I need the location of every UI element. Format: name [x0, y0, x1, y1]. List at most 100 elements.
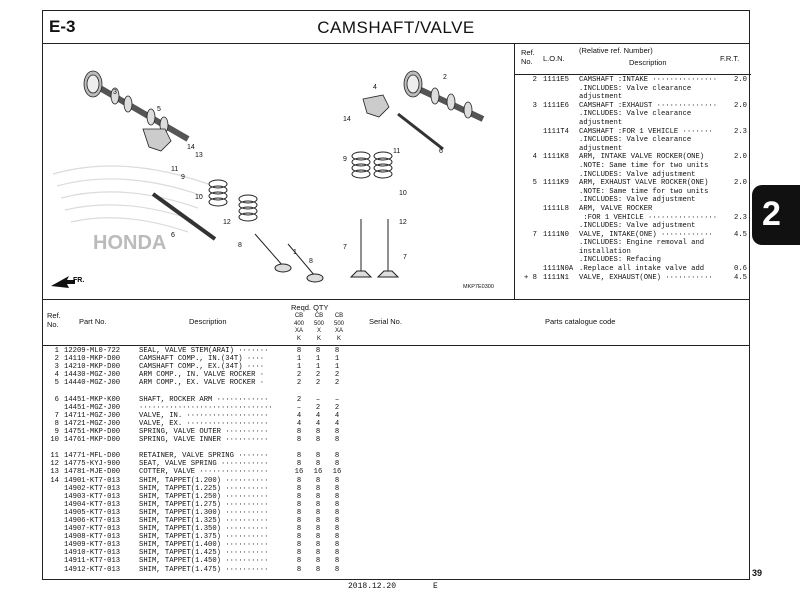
ref-row-ref: 7 — [532, 230, 537, 239]
parts-row-qty-2: 8 — [315, 508, 321, 517]
callout-9b: 9 — [343, 156, 347, 163]
callout-12a: 12 — [223, 219, 231, 226]
parts-row-part-no: 12209-ML0-722 — [64, 347, 121, 355]
section-divider — [43, 299, 749, 300]
callout-9a: 9 — [181, 174, 185, 181]
parts-row-qty-2: 8 — [315, 476, 321, 485]
ref-row-lon: 1111K8 — [543, 153, 569, 162]
parts-row-qty-2: 1 — [315, 355, 321, 364]
ref-row-frt: 0.6 — [734, 265, 747, 274]
ref-row-description: adjustment — [579, 144, 623, 153]
callout-8b: 8 — [309, 258, 313, 265]
parts-row-description: SHIM, TAPPET(1.250) ·········· — [139, 492, 269, 501]
ref-row: .NOTE: Same time for two units — [515, 162, 751, 171]
parts-row: 14451-MGZ-J00···························… — [43, 404, 749, 412]
callout-6b: 6 — [439, 148, 443, 155]
parts-row-qty-3: 16 — [332, 468, 342, 477]
frt-header: F.R.T. — [720, 54, 740, 63]
parts-row-description: SHIM, TAPPET(1.400) ·········· — [139, 541, 269, 550]
parts-row-qty-3: 2 — [334, 371, 340, 380]
ref-row-frt: 4.5 — [734, 273, 747, 282]
parts-row-qty-3: 8 — [334, 516, 340, 525]
ref-row-frt: 2.0 — [734, 76, 747, 84]
parts-row-description: VALVE, EX. ··················· — [139, 419, 269, 428]
valve-springs-right — [351, 151, 393, 179]
parts-row-description: ······························· — [139, 403, 273, 412]
parts-row-qty-2: – — [315, 395, 321, 404]
parts-row-qty-3: – — [334, 395, 340, 404]
parts-row-qty-3: 8 — [334, 484, 340, 493]
parts-row-qty-1: 8 — [296, 557, 302, 566]
ref-row-description: .INCLUDES: Valve clearance — [579, 136, 692, 145]
parts-row-ref: 7 — [54, 411, 59, 420]
parts-row-qty-2: 8 — [315, 347, 321, 355]
parts-row-qty-1: 8 — [296, 427, 302, 436]
ref-row-lon: 1111N1 — [543, 273, 569, 282]
parts-row-qty-2: 8 — [315, 427, 321, 436]
parts-row-qty-1: 8 — [296, 476, 302, 485]
parts-row-qty-3: 8 — [334, 476, 340, 485]
callout-7a: 7 — [343, 244, 347, 251]
ref-row-frt: 2.0 — [734, 153, 747, 162]
parts-row-qty-1: 8 — [296, 452, 302, 461]
ref-row-frt: 4.5 — [734, 230, 747, 239]
parts-row-part-no: 14908-KT7-013 — [64, 533, 121, 542]
ref-row-description: CAMSHAFT :INTAKE ··············· — [579, 76, 718, 84]
parts-row-description: SPRING, VALVE INNER ·········· — [139, 436, 269, 445]
parts-row-qty-1: 8 — [296, 533, 302, 542]
row-spacer — [43, 444, 749, 452]
parts-row-part-no: 14905-KT7-013 — [64, 508, 121, 517]
ref-row-ref: 5 — [532, 179, 537, 188]
parts-row-qty-3: 2 — [334, 379, 340, 388]
ref-row-frt: 2.0 — [734, 179, 747, 188]
ref-row-ref: 2 — [532, 76, 537, 84]
ref-row-ref: 4 — [532, 153, 537, 162]
parts-row-part-no: 14906-KT7-013 — [64, 516, 121, 525]
ref-row: adjustment — [515, 145, 751, 154]
valves-drawing — [254, 219, 400, 283]
parts-row-part-no: 14430-MGZ-J00 — [64, 371, 121, 380]
parts-row-ref: 5 — [54, 379, 59, 388]
ref-row-ref: 3 — [532, 101, 537, 110]
parts-row-description: ARM COMP., EX. VALVE ROCKER · — [139, 379, 265, 388]
rocker-shaft-right — [397, 112, 444, 151]
callout-5: 5 — [157, 106, 161, 113]
parts-row-qty-1: 8 — [296, 565, 302, 574]
ref-row-frt: 2.3 — [734, 127, 747, 136]
ref-row: adjustment — [515, 119, 751, 128]
ref-row-frt: 2.0 — [734, 101, 747, 110]
front-label: FR. — [73, 277, 84, 284]
ref-row-description: .INCLUDES: Engine removal and — [579, 239, 705, 248]
ref-row: .INCLUDES: Valve adjustment — [515, 171, 751, 180]
callout-8a: 8 — [238, 242, 242, 249]
parts-row-qty-3: 1 — [334, 355, 340, 364]
parts-row-qty-2: 8 — [315, 516, 321, 525]
honda-watermark-text: HONDA — [93, 232, 166, 254]
callout-14a: 14 — [187, 144, 195, 151]
parts-row-qty-2: 8 — [315, 549, 321, 558]
parts-row-description: CAMSHAFT COMP., IN.(34T) ···· — [139, 355, 265, 364]
parts-row-description: SHIM, TAPPET(1.275) ·········· — [139, 500, 269, 509]
ref-row-description: VALVE, EXHAUST(ONE) ··········· — [579, 273, 713, 282]
ref-row-description: .INCLUDES: Valve adjustment — [579, 222, 696, 231]
serial-no-header: Serial No. — [369, 317, 402, 326]
ref-row-description: installation — [579, 247, 631, 256]
ref-row-description: adjustment — [579, 93, 623, 102]
ref-row-description: .INCLUDES: Valve clearance — [579, 84, 692, 93]
illustration-code: MKP7E0300 — [463, 284, 494, 290]
ref-row: installation — [515, 248, 751, 257]
chapter-tab[interactable]: 2 — [752, 185, 800, 245]
callout-1: 1 — [293, 249, 297, 256]
parts-row-qty-1: 8 — [296, 508, 302, 517]
parts-row-part-no: 14775-KYJ-900 — [64, 460, 121, 469]
parts-row-description: SEAL, VALVE STEM(ARAI) ······· — [139, 347, 269, 355]
parts-row-qty-1: 1 — [296, 363, 302, 372]
